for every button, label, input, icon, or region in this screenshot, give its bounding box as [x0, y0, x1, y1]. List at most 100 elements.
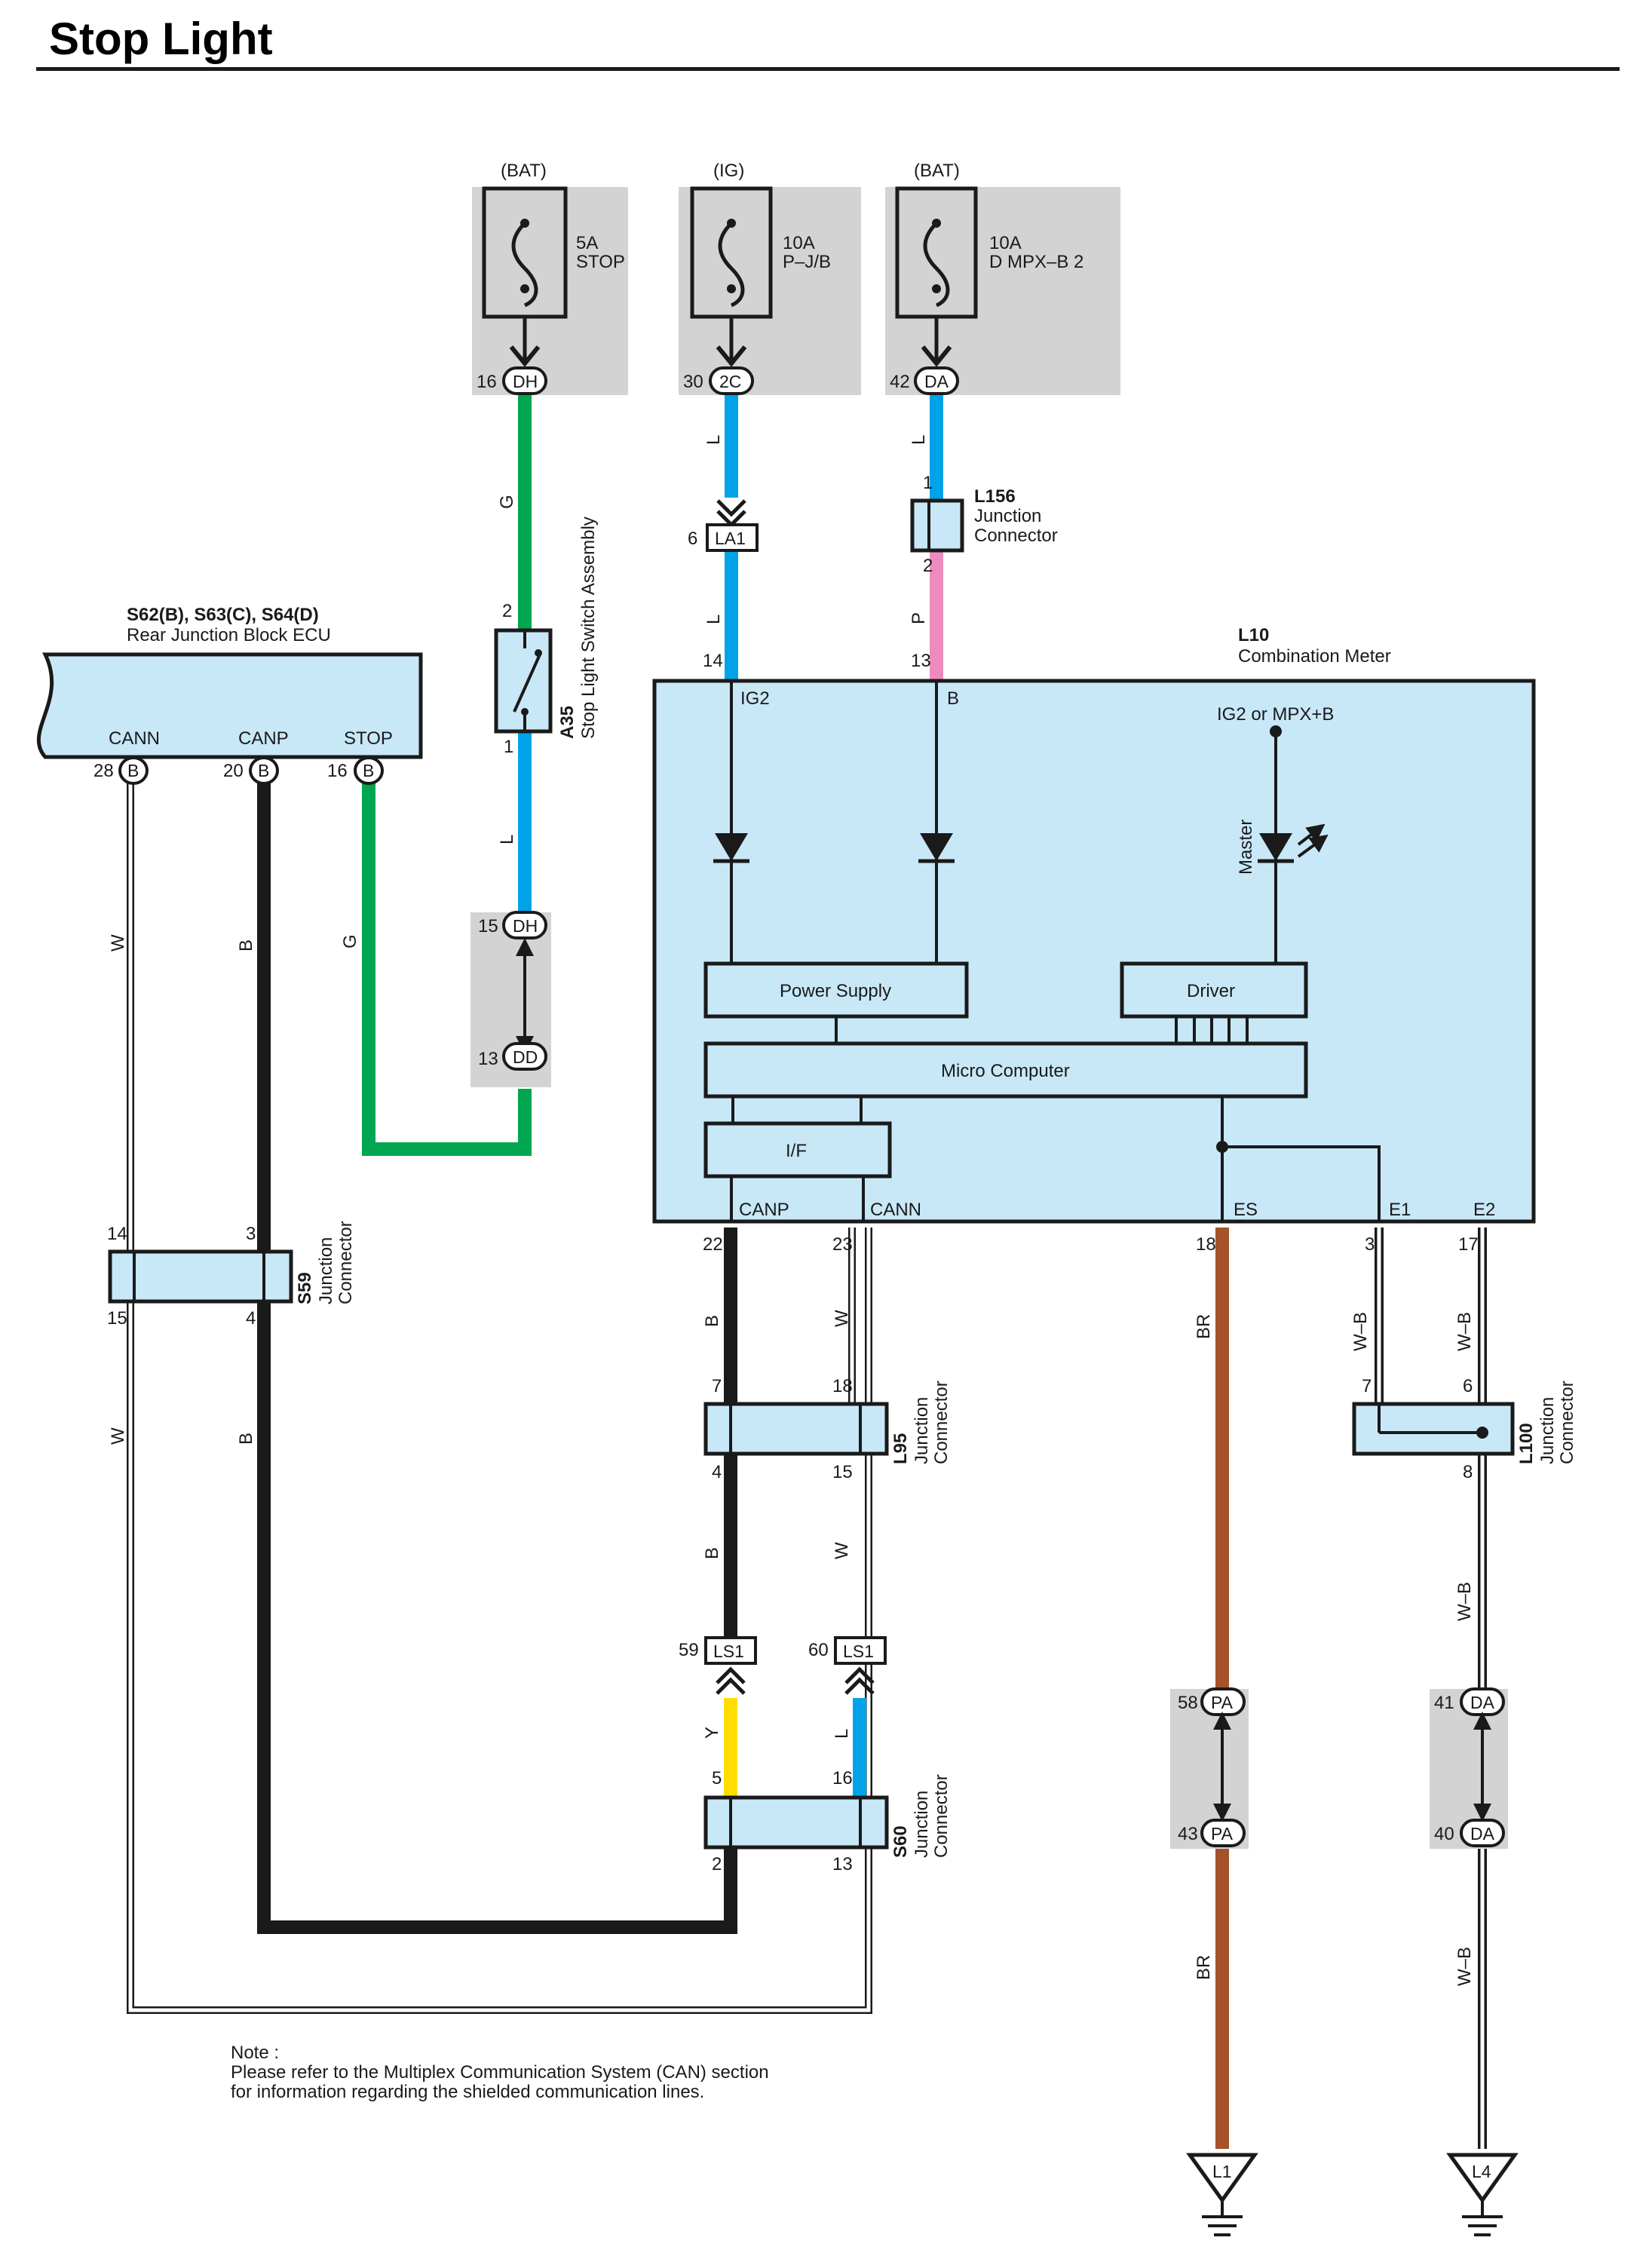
wire-label-w: W	[108, 1427, 128, 1445]
rear-ecu-pin-20: 20	[223, 761, 244, 781]
l156-pin-bot: 2	[923, 556, 933, 576]
wire-label-br: BR	[1194, 1955, 1214, 1980]
switch-contact-icon	[513, 654, 541, 713]
wire-label-b: B	[236, 1433, 256, 1445]
fuse-stop-arrow-icon	[509, 345, 541, 367]
driver-label: Driver	[1187, 981, 1235, 1001]
ls1-pin-60: 60	[808, 1640, 829, 1660]
l100-node	[1476, 1427, 1488, 1439]
fuse-pjb-source: (IG)	[713, 161, 744, 181]
pin-16-dh: 16	[477, 372, 497, 392]
dd-conn: DD	[513, 1047, 538, 1067]
l95-pin-18: 18	[832, 1376, 853, 1396]
wire-label-b: B	[702, 1547, 722, 1559]
l156-box	[910, 498, 964, 553]
l95-pin-15: 15	[832, 1462, 853, 1482]
l100-code: L100	[1516, 1423, 1537, 1464]
fuse-dmpx-terminal	[932, 219, 941, 228]
wire-label-br: BR	[1194, 1314, 1214, 1339]
wire-label-y: Y	[702, 1727, 722, 1739]
meter-e2-label: E2	[1473, 1200, 1495, 1220]
meter-mpx-label: IG2 or MPX+B	[1217, 704, 1334, 725]
s60-pin-2: 2	[712, 1854, 722, 1874]
s59-name1: Junction	[316, 1237, 336, 1304]
l156-pin-top: 1	[923, 473, 933, 493]
pa-top-pin: 58	[1178, 1693, 1198, 1713]
fuse-pjb-arrow-icon	[716, 345, 747, 367]
ground-triangle	[1186, 2153, 1258, 2204]
connector-ls1	[704, 1636, 757, 1665]
wire-black-b	[257, 777, 737, 1934]
wire-label-w: W	[832, 1310, 852, 1327]
connector-la1	[706, 523, 759, 552]
if-label: I/F	[786, 1141, 807, 1161]
connector-badge	[502, 366, 547, 395]
pa-bot-conn: PA	[1211, 1824, 1234, 1844]
note-heading: Note :	[231, 2043, 279, 2063]
wire-label-l: L	[832, 1729, 852, 1739]
s59-code: S59	[295, 1272, 315, 1304]
ls1-conn-60: LS1	[843, 1641, 874, 1661]
switch-code: A35	[557, 706, 578, 739]
rear-ecu-term-stop: STOP	[344, 728, 393, 749]
master-led-icon	[1259, 833, 1292, 861]
chevron-down-icon	[716, 499, 746, 528]
wire-label-l: L	[497, 835, 517, 844]
l95-name2: Connector	[931, 1381, 952, 1464]
rear-ecu-conn-16: B	[363, 761, 374, 780]
s60-box	[703, 1795, 889, 1850]
meter-node	[1216, 1141, 1228, 1153]
meter-pin-22: 22	[703, 1234, 723, 1255]
s60-name1: Junction	[912, 1791, 932, 1858]
meter-pin-13: 13	[911, 651, 931, 671]
da-top-pin: 41	[1434, 1693, 1454, 1713]
l95-pin-4: 4	[712, 1462, 722, 1482]
pa-top-conn: PA	[1211, 1693, 1234, 1712]
power-supply-label: Power Supply	[780, 981, 891, 1001]
meter-name: Combination Meter	[1238, 646, 1391, 667]
wire-label-wb: W–B	[1454, 1582, 1475, 1621]
wire-label-w: W	[832, 1542, 852, 1559]
l95-pin-7: 7	[712, 1376, 722, 1396]
rear-ecu-conn-20: B	[258, 761, 269, 780]
s59-name2: Connector	[336, 1221, 356, 1304]
l156-code: L156	[974, 486, 1016, 507]
dh-conn: DH	[513, 916, 538, 936]
connector-ls1	[834, 1636, 887, 1665]
switch-pin-bot: 1	[504, 737, 513, 757]
switch-name: Stop Light Switch Assembly	[578, 516, 599, 739]
fuse-dmpx-icon	[923, 222, 950, 308]
fuse-stop-terminal	[520, 219, 529, 228]
l156-name1: Junction	[974, 506, 1041, 526]
wire-label-l: L	[703, 435, 724, 445]
fuse-pjb-name: P–J/B	[783, 252, 831, 272]
connector-badge	[709, 366, 754, 395]
conn-dh: DH	[513, 372, 538, 391]
ls1-pin-59: 59	[679, 1640, 699, 1660]
light-ray-icon	[1297, 823, 1326, 846]
ground-l1: L1	[1212, 2162, 1232, 2181]
meter-ig2-label: IG2	[740, 688, 770, 709]
dh-pin: 15	[478, 916, 498, 936]
s60-name2: Connector	[931, 1774, 952, 1858]
fuse-dmpx-arrow-icon	[921, 345, 952, 367]
fuse-pjb-terminal	[727, 284, 736, 293]
fuse-pjb-rating: 10A	[783, 233, 815, 253]
wire-green-stop	[362, 778, 532, 1156]
rear-ecu-box	[36, 652, 423, 759]
fuse-stop-name: STOP	[576, 252, 625, 272]
switch-terminal	[521, 708, 529, 716]
pa-bot-pin: 43	[1178, 1824, 1198, 1844]
wire-label-b: B	[702, 1315, 722, 1327]
combination-meter-box	[652, 679, 1536, 1224]
pin-30-2c: 30	[683, 372, 703, 392]
meter-canp-label: CANP	[739, 1200, 789, 1220]
fuse-stop-terminal	[520, 284, 529, 293]
chevron-up-icon	[716, 1666, 746, 1695]
meter-pin-18: 18	[1196, 1234, 1216, 1255]
l100-pin-6: 6	[1463, 1376, 1473, 1396]
wire-label-b: B	[236, 939, 256, 952]
wire-label-l: L	[703, 615, 724, 624]
da-top-conn: DA	[1470, 1693, 1495, 1712]
